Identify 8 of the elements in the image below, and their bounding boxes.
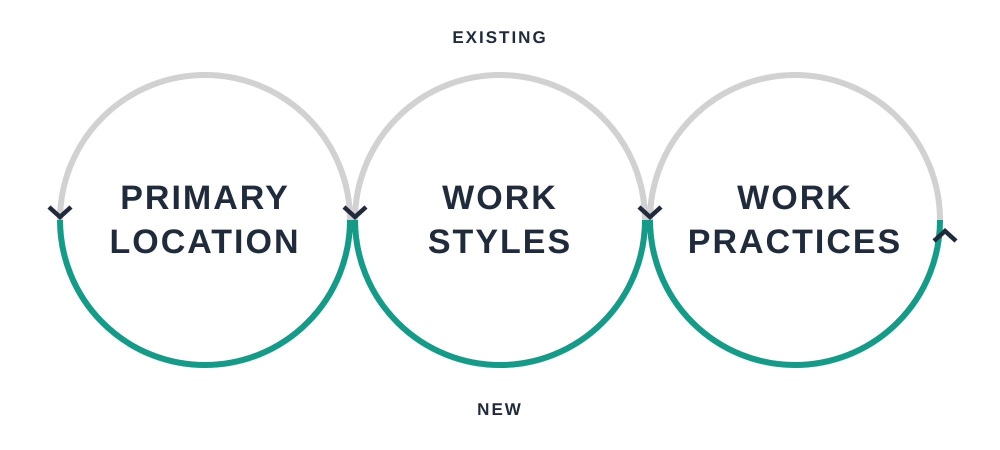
axis-label: EXISTING	[452, 28, 548, 48]
circle-node	[647, 72, 943, 368]
circle-node	[352, 72, 648, 368]
node-label: PRIMARY LOCATION	[108, 178, 302, 263]
node-label: WORK PRACTICES	[686, 178, 904, 263]
circle-node	[57, 72, 353, 368]
axis-label: NEW	[477, 400, 523, 420]
node-label: WORK STYLES	[426, 178, 574, 263]
